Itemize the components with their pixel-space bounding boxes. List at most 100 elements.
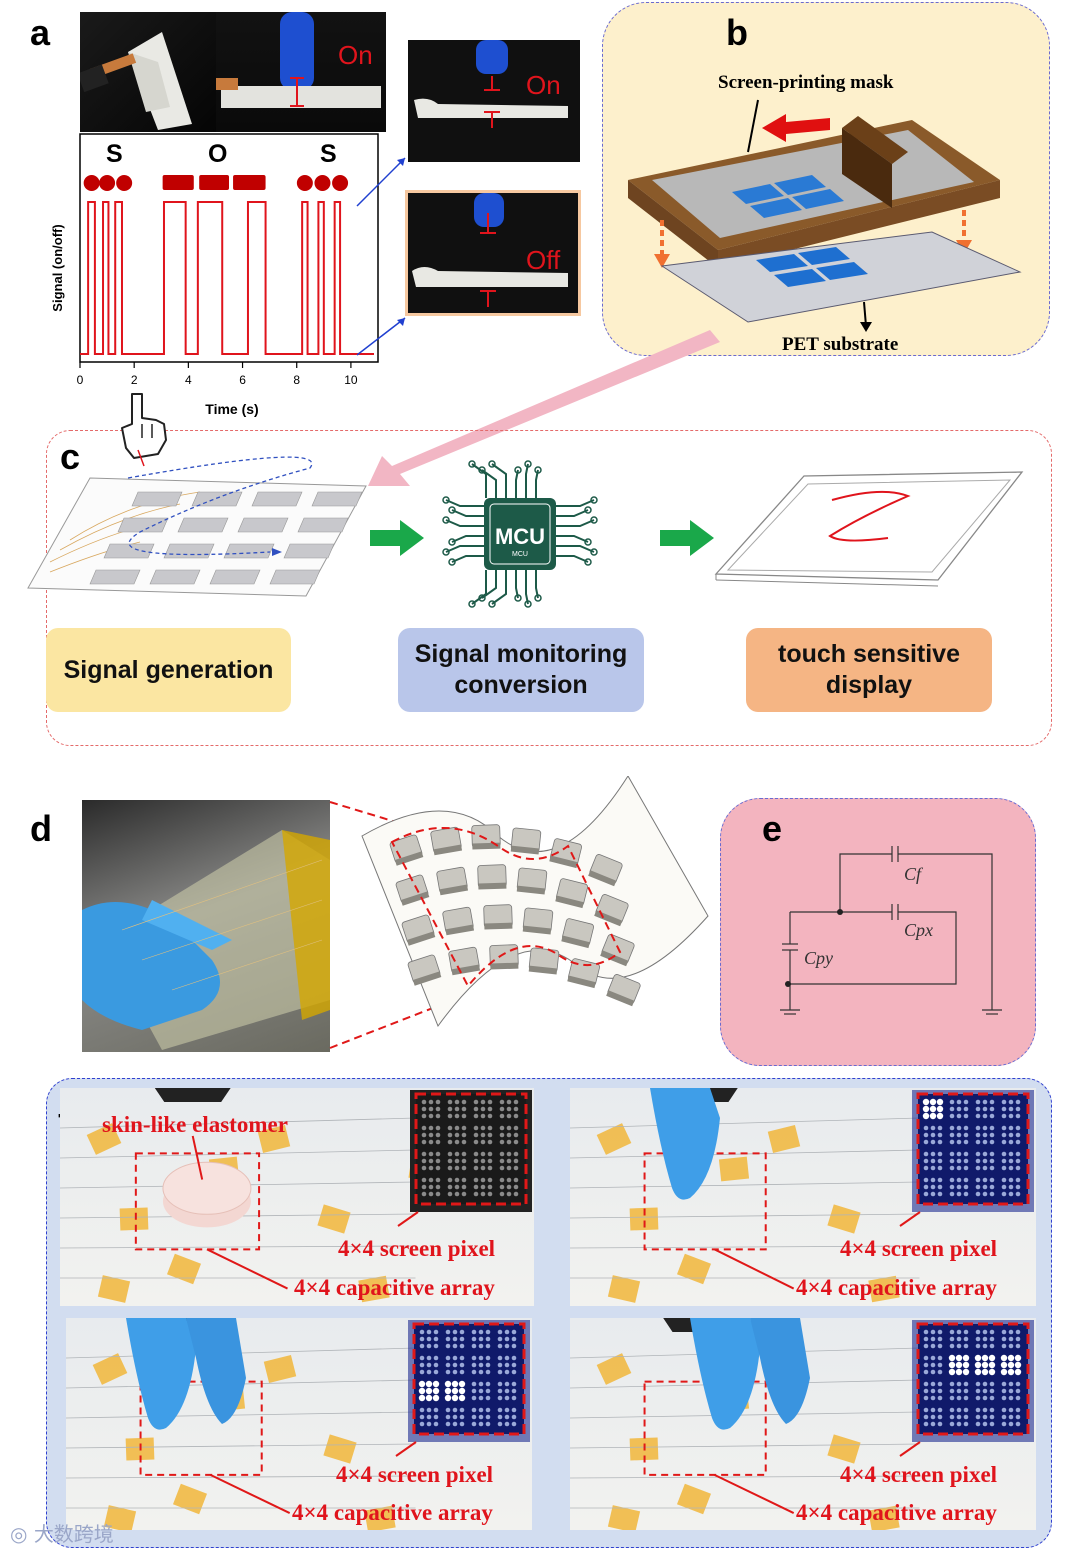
led-dot xyxy=(506,1125,512,1131)
led-dot xyxy=(478,1407,484,1413)
led-dot xyxy=(480,1099,486,1105)
led-dot xyxy=(444,1380,452,1388)
led-dot xyxy=(504,1381,510,1387)
led-dot xyxy=(421,1184,427,1190)
led-dot xyxy=(963,1106,969,1112)
led-dot xyxy=(454,1106,460,1112)
led-dot xyxy=(930,1395,936,1401)
led-dot xyxy=(988,1361,996,1369)
led-dot xyxy=(1001,1165,1007,1171)
led-dot xyxy=(435,1139,441,1145)
led-dot xyxy=(433,1355,439,1361)
led-dot xyxy=(478,1414,484,1420)
led-dot xyxy=(982,1125,988,1131)
sensor-pad xyxy=(251,491,303,507)
led-dot xyxy=(1001,1329,1007,1335)
led-dot xyxy=(485,1395,491,1401)
led-dot xyxy=(989,1151,995,1157)
led-dot xyxy=(513,1139,519,1145)
led-dot xyxy=(478,1395,484,1401)
led-dot xyxy=(1015,1139,1021,1145)
led-dot xyxy=(506,1184,512,1190)
led-dot xyxy=(445,1343,451,1349)
capacitive-array-label: 4×4 capacitive array xyxy=(292,1500,493,1526)
led-dot xyxy=(454,1158,460,1164)
led-dot xyxy=(930,1191,936,1197)
led-dot xyxy=(1000,1361,1008,1369)
led-dot xyxy=(989,1177,995,1183)
led-dot xyxy=(1001,1388,1007,1394)
led-dot xyxy=(471,1336,477,1342)
led-dot xyxy=(975,1165,981,1171)
label-off: Off xyxy=(526,245,561,275)
led-dot xyxy=(1015,1125,1021,1131)
led-dot xyxy=(975,1184,981,1190)
led-dot xyxy=(956,1388,962,1394)
led-dot xyxy=(506,1151,512,1157)
mask-label: Screen-printing mask xyxy=(718,72,894,93)
led-dot xyxy=(513,1151,519,1157)
led-dot xyxy=(937,1414,943,1420)
led-dot xyxy=(963,1191,969,1197)
led-dot xyxy=(435,1184,441,1190)
led-dot xyxy=(1015,1151,1021,1157)
led-dot xyxy=(949,1177,955,1183)
morse-dot xyxy=(99,175,116,191)
led-dot xyxy=(419,1421,425,1427)
led-dot xyxy=(511,1343,517,1349)
led-dot xyxy=(497,1336,503,1342)
led-dot xyxy=(433,1362,439,1368)
led-dot xyxy=(1007,1354,1015,1362)
morse-dot xyxy=(116,175,133,191)
led-dot xyxy=(511,1407,517,1413)
led-dot xyxy=(419,1336,425,1342)
led-dot xyxy=(497,1388,503,1394)
led-dot xyxy=(428,1177,434,1183)
fabric-illustration xyxy=(80,32,192,130)
led-dot xyxy=(937,1132,943,1138)
led-dot xyxy=(499,1113,505,1119)
led-dot xyxy=(504,1395,510,1401)
sensor-pad xyxy=(89,569,141,585)
led-dot xyxy=(989,1414,995,1420)
inset-photo-off: Off xyxy=(405,190,581,316)
led-dot xyxy=(461,1184,467,1190)
led-dot xyxy=(937,1381,943,1387)
led-dot xyxy=(461,1177,467,1183)
stage-touch-display: touch sensitive display xyxy=(746,628,992,712)
led-dot xyxy=(487,1139,493,1145)
led-dot xyxy=(419,1369,425,1375)
led-dot xyxy=(975,1177,981,1183)
led-dot xyxy=(982,1165,988,1171)
led-dot xyxy=(949,1381,955,1387)
led-dot xyxy=(930,1132,936,1138)
led-dot xyxy=(963,1381,969,1387)
morse-marks xyxy=(83,175,349,191)
led-dot xyxy=(506,1158,512,1164)
led-dot xyxy=(982,1388,988,1394)
led-dot xyxy=(982,1421,988,1427)
led-dot xyxy=(480,1151,486,1157)
led-dot xyxy=(459,1421,465,1427)
led-dot xyxy=(956,1184,962,1190)
led-dot xyxy=(435,1191,441,1197)
led-dot xyxy=(426,1343,432,1349)
sensor-pad xyxy=(283,543,335,559)
led-dot xyxy=(473,1132,479,1138)
led-dot xyxy=(948,1354,956,1362)
led-dot xyxy=(478,1362,484,1368)
led-dot xyxy=(1008,1151,1014,1157)
led-dot xyxy=(421,1125,427,1131)
led-dot xyxy=(513,1099,519,1105)
capacitive-array-label: 4×4 capacitive array xyxy=(796,1275,997,1301)
led-dot xyxy=(1008,1336,1014,1342)
led-dot xyxy=(937,1421,943,1427)
led-dot xyxy=(497,1395,503,1401)
led-dot xyxy=(485,1369,491,1375)
led-dot xyxy=(506,1177,512,1183)
x-tick-label: 8 xyxy=(293,373,300,387)
led-dot xyxy=(421,1139,427,1145)
cpx-label: Cpx xyxy=(904,920,933,940)
led-dot xyxy=(1008,1184,1014,1190)
